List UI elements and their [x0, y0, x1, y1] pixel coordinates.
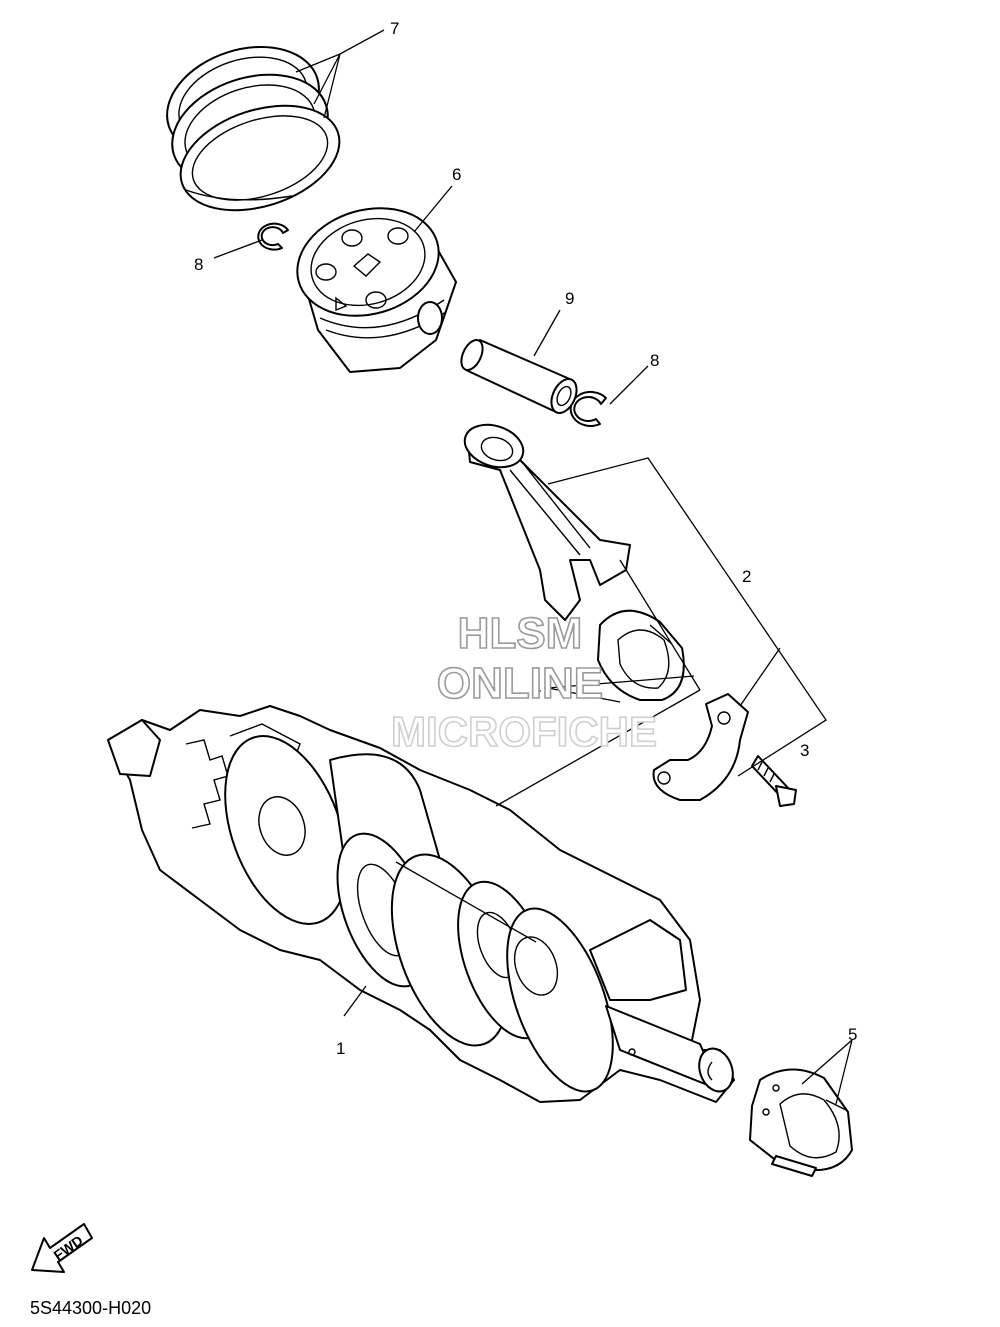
leader-lines [213, 29, 853, 1105]
callout-5: 5 [848, 1025, 857, 1044]
callout-2: 2 [742, 567, 751, 586]
callout-8-left: 8 [194, 255, 203, 274]
connecting-rod [463, 423, 631, 621]
piston [296, 207, 457, 373]
watermark-line-2: ONLINE [437, 659, 603, 708]
piston-ring-set [166, 45, 341, 212]
callout-3: 3 [800, 741, 809, 760]
circlip-right [569, 390, 607, 427]
callout-1: 1 [336, 1039, 345, 1058]
callout-8-right: 8 [650, 351, 659, 370]
circlip-left [257, 222, 289, 251]
callout-7: 7 [390, 19, 399, 38]
crank-main-bearing [749, 1068, 853, 1177]
callout-9: 9 [565, 289, 574, 308]
callout-4: 4 [532, 679, 541, 698]
watermark-line-1: HLSM [458, 609, 583, 658]
diagram-code: 5S44300-H020 [30, 1298, 151, 1318]
conrod-bearing [597, 609, 685, 701]
piston-pin [460, 339, 578, 414]
callout-6: 6 [452, 165, 461, 184]
crankshaft [107, 705, 735, 1103]
conrod-cap [652, 693, 749, 801]
watermark-line-3: MICROFICHE [391, 708, 657, 755]
fwd-direction-arrow: FWD [31, 1223, 93, 1273]
conrod-bolt [751, 755, 797, 807]
